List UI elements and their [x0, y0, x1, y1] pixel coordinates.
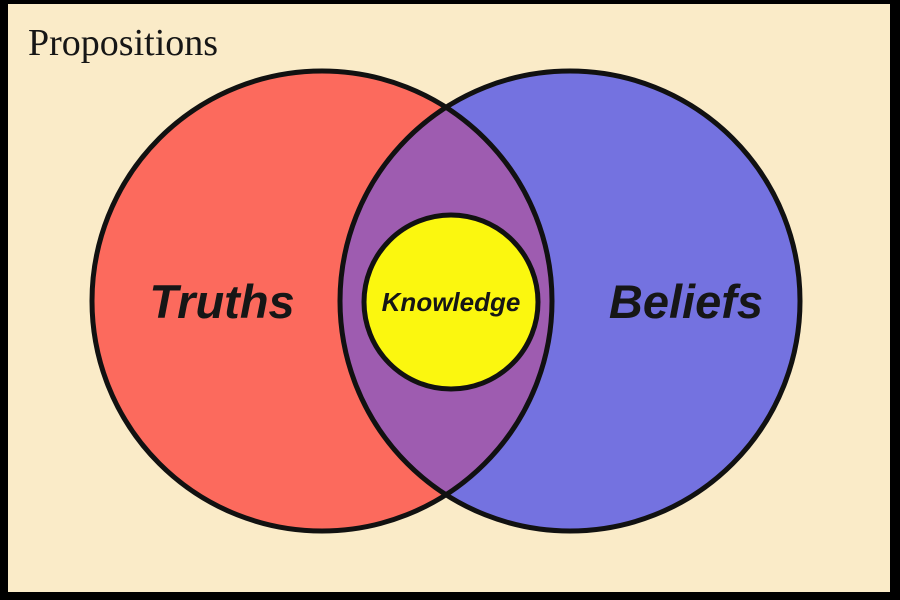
truths-circle-outline [89, 68, 555, 534]
knowledge-circle-outline [361, 212, 541, 392]
knowledge-circle [364, 215, 538, 389]
truths-label: Truths [149, 275, 294, 328]
knowledge-label: Knowledge [382, 287, 521, 317]
page-title: Propositions [28, 22, 218, 64]
beliefs-circle-outline [337, 68, 803, 534]
beliefs-label: Beliefs [609, 275, 763, 328]
